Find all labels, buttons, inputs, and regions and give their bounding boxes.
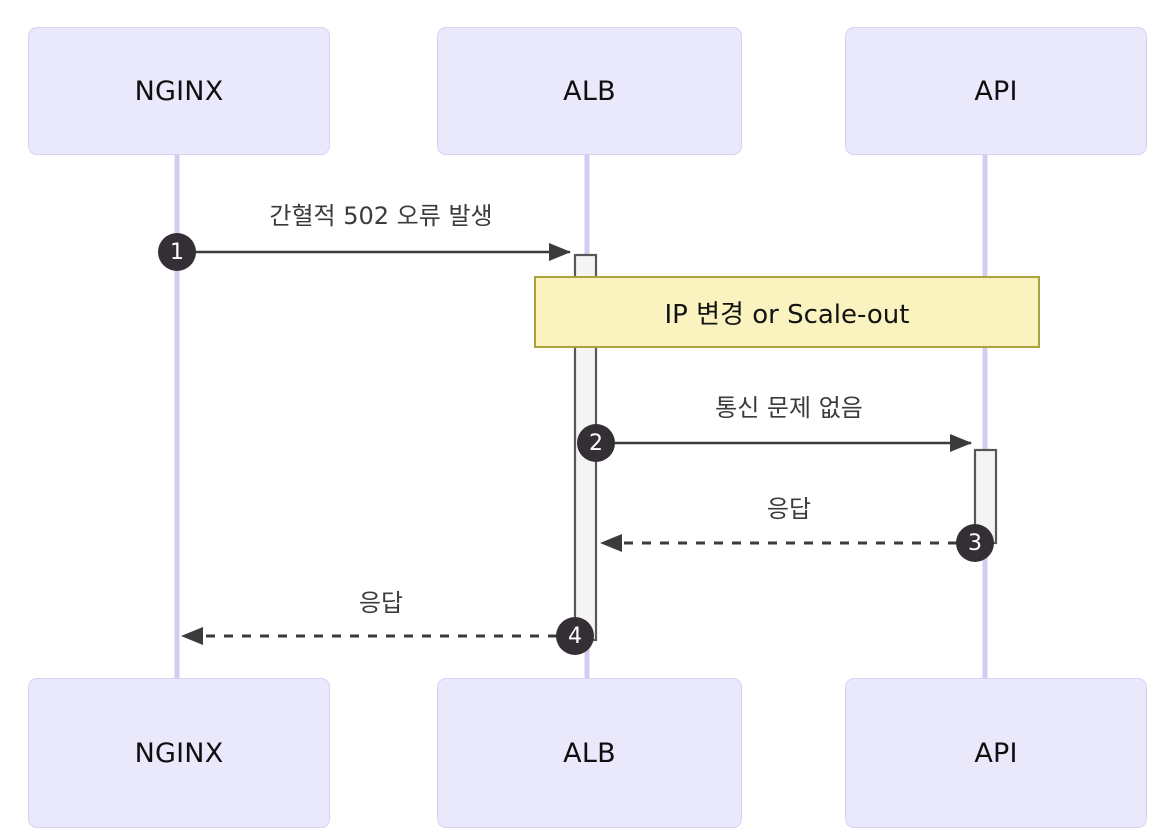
sequence-badge-2[interactable]: 2 xyxy=(577,424,615,462)
participant-box-nginx-bottom[interactable]: NGINX xyxy=(28,678,330,828)
participant-box-alb-top[interactable]: ALB xyxy=(437,27,742,155)
sequence-badge-1[interactable]: 1 xyxy=(158,233,196,271)
message-arrows xyxy=(177,243,975,645)
participant-label-api-top: API xyxy=(974,75,1018,107)
message-label-3: 응답 xyxy=(766,495,812,523)
participant-box-api-top[interactable]: API xyxy=(845,27,1147,155)
participant-label-api-bottom: API xyxy=(974,737,1018,769)
participant-label-nginx-bottom: NGINX xyxy=(134,737,224,769)
message-label-1: 간혈적 502 오류 발생 xyxy=(269,202,493,230)
participant-box-alb-bottom[interactable]: ALB xyxy=(437,678,742,828)
note-box-ip-change[interactable]: IP 변경 or Scale-out xyxy=(534,276,1040,348)
participant-label-nginx-top: NGINX xyxy=(134,75,224,107)
note-label: IP 변경 or Scale-out xyxy=(664,299,910,330)
sequence-badge-3[interactable]: 3 xyxy=(956,524,994,562)
sequence-badge-4[interactable]: 4 xyxy=(556,617,594,655)
message-label-2: 통신 문제 없음 xyxy=(715,394,863,422)
participant-box-nginx-top[interactable]: NGINX xyxy=(28,27,330,155)
participant-label-alb-bottom: ALB xyxy=(563,737,616,769)
message-label-4: 응답 xyxy=(358,589,404,617)
participant-label-alb-top: ALB xyxy=(563,75,616,107)
participant-box-api-bottom[interactable]: API xyxy=(845,678,1147,828)
